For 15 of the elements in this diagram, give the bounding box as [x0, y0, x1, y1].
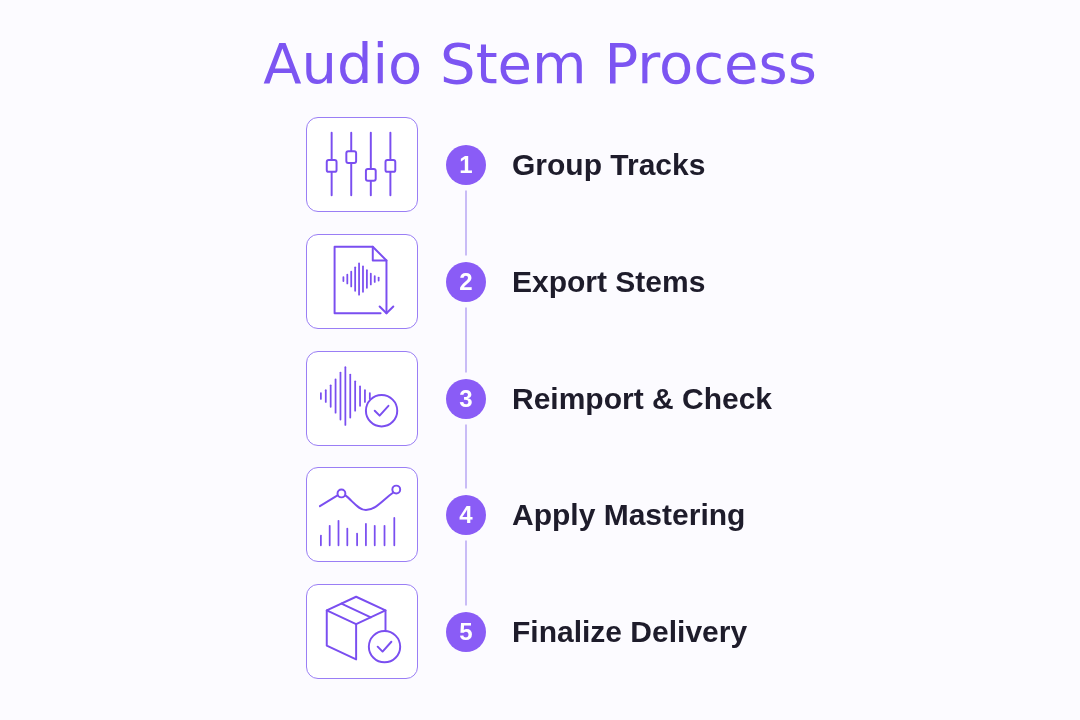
step-label: Reimport & Check	[512, 380, 773, 417]
connector-line	[465, 539, 467, 607]
step-label: Finalize Delivery	[512, 613, 748, 650]
step-label: Apply Mastering	[512, 496, 746, 533]
title: Audio Stem Process	[263, 36, 817, 92]
step-number: 2	[446, 261, 486, 302]
step-number: 4	[446, 494, 486, 535]
step-number: 1	[446, 144, 486, 185]
step-number: 3	[446, 378, 486, 419]
connector-line	[465, 306, 467, 374]
step-label: Export Stems	[512, 263, 706, 300]
step-number: 5	[446, 611, 486, 652]
step-label: Group Tracks	[512, 146, 706, 183]
connector-line	[465, 423, 467, 490]
connector-line	[465, 189, 467, 257]
